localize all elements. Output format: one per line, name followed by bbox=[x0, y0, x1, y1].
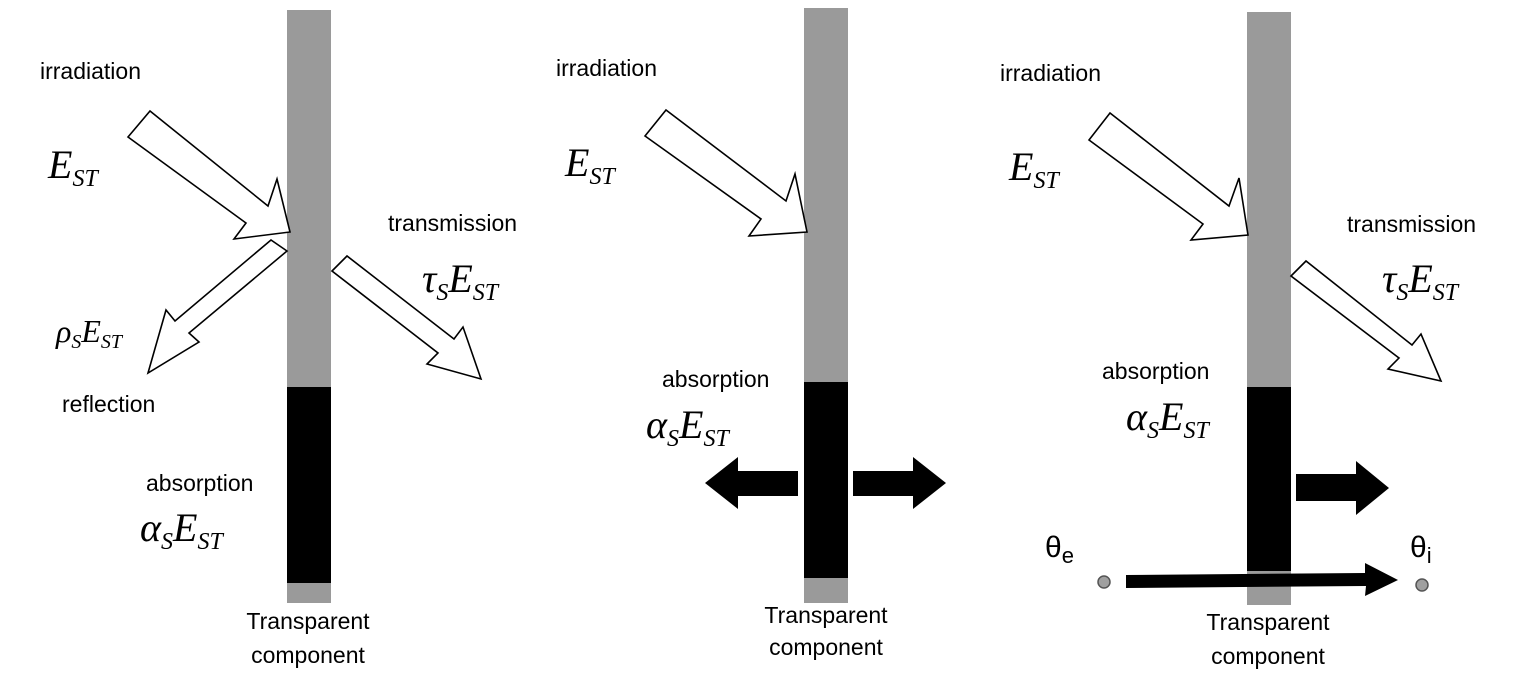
transmission-arrow-icon bbox=[330, 254, 483, 381]
internal-temperature-label: θi bbox=[1410, 531, 1432, 568]
component-label-line2: component bbox=[769, 634, 883, 660]
component-label-line2: component bbox=[251, 642, 365, 668]
irradiation-label: irradiation bbox=[40, 58, 141, 84]
absorbed-symbol: αSEST bbox=[1126, 394, 1210, 444]
absorbed-zone bbox=[804, 382, 848, 578]
irradiation-label: irradiation bbox=[556, 55, 657, 81]
absorbed-zone bbox=[287, 387, 331, 583]
panel-secondary-heat-gain: irradiation EST transmission τSEST absor… bbox=[1000, 12, 1476, 669]
panel-reflection-transmission-absorption: irradiation EST transmission τSEST ρSEST… bbox=[40, 10, 517, 668]
absorption-label: absorption bbox=[146, 470, 253, 496]
component-label: Transparent bbox=[764, 602, 888, 628]
component-label-line2: component bbox=[1211, 643, 1325, 669]
heat-flow-arrow-icon bbox=[705, 457, 798, 509]
internal-temperature-node-icon bbox=[1415, 578, 1429, 592]
component-label: Transparent bbox=[246, 608, 370, 634]
temperature-flow-arrow-icon bbox=[1126, 563, 1398, 596]
absorption-label: absorption bbox=[1102, 358, 1209, 384]
transmitted-symbol: τSEST bbox=[422, 256, 500, 306]
transmission-label: transmission bbox=[1347, 211, 1476, 237]
panel-absorption-heat-release: irradiation EST absorption αSEST Transpa… bbox=[556, 8, 946, 660]
absorption-label: absorption bbox=[662, 366, 769, 392]
absorbed-zone bbox=[1247, 387, 1291, 571]
transmission-label: transmission bbox=[388, 210, 517, 236]
irradiance-symbol: EST bbox=[564, 140, 616, 190]
transmission-arrow-icon bbox=[1289, 259, 1443, 383]
irradiation-arrow-icon bbox=[643, 108, 808, 237]
irradiation-label: irradiation bbox=[1000, 60, 1101, 86]
component-label: Transparent bbox=[1206, 609, 1330, 635]
reflection-arrow-icon bbox=[146, 238, 289, 375]
heat-flow-arrow-icon bbox=[1296, 461, 1389, 515]
absorbed-symbol: αSEST bbox=[646, 402, 730, 452]
absorbed-symbol: αSEST bbox=[140, 505, 224, 555]
transmitted-symbol: τSEST bbox=[1382, 256, 1460, 306]
reflected-symbol: ρSEST bbox=[55, 313, 124, 353]
irradiation-arrow-icon bbox=[1087, 111, 1249, 241]
irradiance-symbol: EST bbox=[47, 142, 99, 192]
external-temperature-node-icon bbox=[1097, 575, 1111, 589]
external-temperature-label: θe bbox=[1045, 531, 1074, 568]
heat-flow-arrow-icon bbox=[853, 457, 946, 509]
irradiance-symbol: EST bbox=[1008, 144, 1060, 194]
reflection-label: reflection bbox=[62, 391, 155, 417]
irradiation-arrow-icon bbox=[126, 109, 291, 241]
